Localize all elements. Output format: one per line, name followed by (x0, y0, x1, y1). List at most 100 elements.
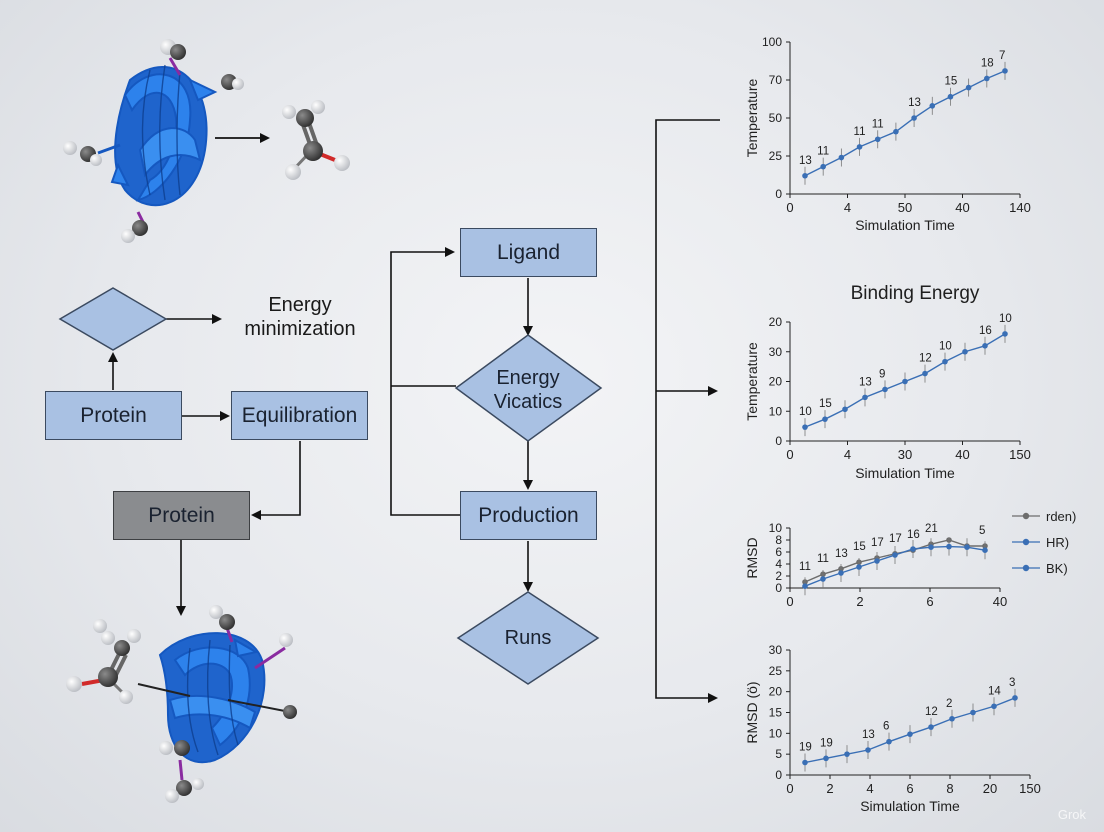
data-point (892, 552, 898, 558)
y-tick-label: 0 (775, 187, 782, 201)
data-point (1002, 68, 1008, 74)
data-point (949, 715, 955, 722)
chart-bracket (655, 119, 720, 703)
data-point (970, 709, 976, 716)
y-tick-label: 10 (769, 726, 783, 740)
data-point (910, 546, 916, 552)
x-axis-label: Simulation Time (855, 465, 955, 481)
data-label: 3 (1009, 677, 1015, 689)
y-tick-label: 25 (769, 149, 783, 163)
energy-vicatics-diamond (454, 334, 603, 442)
legend-label: rden) (1046, 509, 1076, 524)
x-tick-label: 140 (1009, 200, 1031, 215)
data-point (842, 406, 848, 413)
data-point (929, 103, 936, 109)
y-tick-label: 25 (769, 664, 783, 678)
x-tick-label: 40 (955, 200, 969, 215)
energy-vicatics-label: Energy Vicatics (468, 366, 588, 414)
data-point (865, 747, 871, 753)
runs-diamond (456, 591, 600, 685)
data-label: 9 (879, 368, 885, 380)
data-label: 16 (907, 529, 920, 541)
data-point (991, 703, 997, 710)
data-point (838, 154, 845, 161)
protein-box-label: Protein (80, 403, 147, 427)
data-point (902, 378, 908, 385)
data-label: 11 (817, 146, 829, 158)
ligand-box[interactable]: Ligand (460, 228, 597, 277)
y-tick-label: 10 (769, 521, 783, 535)
data-label: 18 (981, 57, 994, 69)
data-label: 15 (853, 541, 866, 553)
energy-vicatics-line-2: Vicatics (493, 391, 563, 413)
data-point (964, 544, 970, 550)
data-label: 17 (871, 537, 884, 549)
data-point (862, 394, 868, 401)
x-tick-label: 30 (898, 447, 912, 462)
data-point (947, 93, 954, 100)
data-point (874, 558, 880, 564)
data-point (838, 570, 844, 576)
data-label: 12 (919, 353, 932, 365)
data-point (984, 75, 990, 82)
data-label: 14 (988, 685, 1001, 697)
protein-grey-box[interactable]: Protein (113, 491, 250, 540)
data-label: 5 (979, 525, 985, 537)
data-label: 6 (883, 721, 889, 733)
y-axis-label: RMSD (744, 537, 760, 578)
energy-minimization-label: Energy minimization (230, 293, 370, 341)
data-point (962, 348, 968, 355)
ethylene-molecule-icon (66, 619, 141, 704)
data-point (911, 115, 917, 121)
data-label: 13 (799, 155, 812, 167)
energy-minimization-line-1: Energy (268, 294, 332, 316)
runs-label: Runs (478, 626, 578, 650)
data-point (982, 547, 988, 553)
x-tick-label: 8 (946, 781, 953, 796)
y-tick-label: 20 (769, 315, 783, 329)
chart-title: Binding Energy (851, 283, 980, 304)
data-label: 15 (944, 76, 957, 88)
data-point (886, 738, 892, 745)
equilibration-box[interactable]: Equilibration (231, 391, 368, 440)
y-tick-label: 8 (775, 533, 782, 547)
data-label: 10 (799, 406, 812, 418)
data-label: 21 (925, 523, 938, 535)
y-tick-label: 70 (769, 73, 783, 87)
data-point (802, 172, 808, 179)
production-box[interactable]: Production (460, 491, 597, 540)
data-point (820, 163, 826, 170)
legend-marker (1022, 564, 1030, 572)
data-point (1002, 331, 1008, 337)
x-tick-label: 0 (786, 781, 793, 796)
data-label: 7 (999, 50, 1005, 62)
x-tick-label: 4 (866, 781, 873, 796)
y-tick-label: 5 (775, 747, 782, 761)
data-point (802, 759, 808, 766)
protein-box[interactable]: Protein (45, 391, 182, 440)
data-point (882, 386, 888, 393)
y-tick-label: 10 (769, 404, 783, 418)
data-point (928, 724, 934, 730)
data-label: 12 (925, 706, 938, 718)
data-point (982, 343, 988, 349)
y-tick-label: 100 (762, 35, 782, 49)
data-point (856, 144, 863, 150)
data-label: 11 (817, 553, 829, 565)
x-tick-label: 20 (983, 781, 997, 796)
data-point (907, 731, 913, 737)
x-tick-label: 150 (1019, 781, 1041, 796)
x-tick-label: 0 (786, 200, 793, 215)
energy-minimization-line-2: minimization (244, 318, 356, 340)
ligand-box-label: Ligand (496, 240, 561, 264)
data-label: 10 (939, 341, 952, 353)
data-point (822, 416, 828, 422)
data-point (1012, 695, 1018, 701)
y-tick-label: 0 (775, 768, 782, 782)
x-tick-label: 40 (955, 447, 969, 462)
series-line (804, 70, 1006, 177)
x-tick-label: 2 (826, 781, 833, 796)
y-tick-label: 20 (769, 375, 783, 389)
